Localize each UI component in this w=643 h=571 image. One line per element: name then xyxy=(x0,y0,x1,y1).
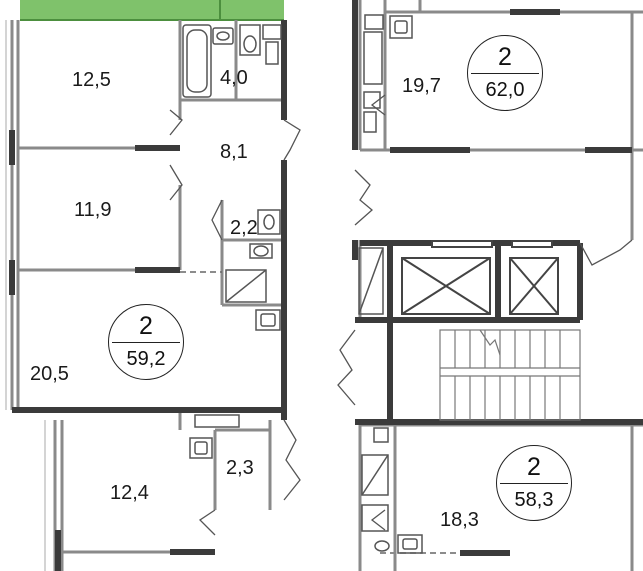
room-area-label: 19,7 xyxy=(402,75,441,97)
left-thick-walls xyxy=(9,20,287,571)
apartment-badge: 2 62,0 xyxy=(467,35,543,111)
apartment-room-count: 2 xyxy=(527,453,541,481)
left-fixtures xyxy=(182,24,282,459)
staircase xyxy=(439,329,581,421)
balcony-green xyxy=(20,0,284,20)
apartment-badge: 2 58,3 xyxy=(496,445,572,521)
apartment-badge: 2 59,2 xyxy=(108,304,184,380)
room-area-label: 11,9 xyxy=(74,199,112,221)
room-area-label: 2,2 xyxy=(230,217,258,239)
right-doors xyxy=(337,94,633,531)
room-area-label: 18,3 xyxy=(440,509,479,531)
apartment-total-area: 59,2 xyxy=(126,348,166,370)
room-area-label: 4,0 xyxy=(220,67,248,89)
room-area-label: 2,3 xyxy=(226,457,254,479)
room-area-label: 12,5 xyxy=(72,69,111,91)
room-area-label: 12,4 xyxy=(110,482,149,504)
apartment-total-area: 58,3 xyxy=(514,489,554,511)
apartment-room-count: 2 xyxy=(139,312,153,340)
right-fixtures xyxy=(358,14,423,554)
room-area-label: 20,5 xyxy=(30,363,69,385)
apartment-room-count: 2 xyxy=(498,43,512,71)
left-doors xyxy=(169,109,301,536)
elevator-shafts xyxy=(401,240,559,315)
room-area-label: 8,1 xyxy=(220,141,248,163)
apartment-total-area: 62,0 xyxy=(485,79,525,101)
